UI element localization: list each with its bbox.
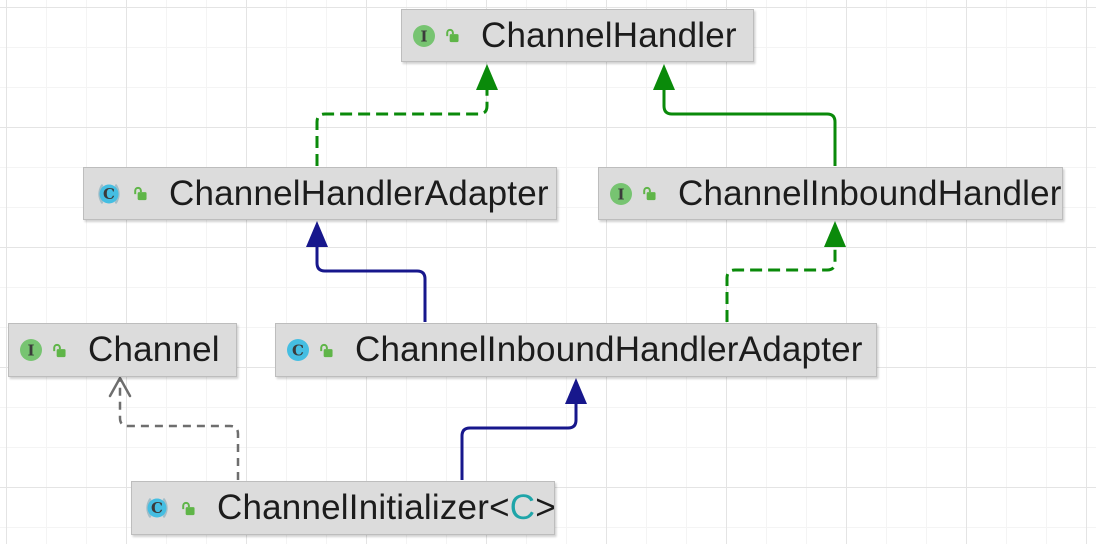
public-open-lock-icon <box>318 342 335 359</box>
public-open-lock-icon <box>444 27 461 44</box>
svg-text:C: C <box>292 342 304 360</box>
arrowhead-extends-channelhandler-right[interactable] <box>653 64 675 90</box>
node-label: ChannelInboundHandler <box>678 173 1062 213</box>
node-label: ChannelHandler <box>481 15 737 55</box>
abstract-class-icon: C <box>142 496 172 520</box>
public-open-lock-icon <box>132 185 149 202</box>
class-node-channelhandler[interactable]: I ChannelHandler <box>401 9 754 62</box>
interface-icon: I <box>412 24 436 48</box>
arrowhead-dependency-channel[interactable] <box>108 376 132 398</box>
node-label-name: ChannelInitializer <box>217 488 490 527</box>
generic-type-param: C <box>509 488 536 527</box>
edge-implements-channelinboundhandleradapter-to-channelinboundhandler[interactable] <box>725 247 837 322</box>
node-label: ChannelInboundHandlerAdapter <box>355 330 863 369</box>
class-icon: C <box>286 338 310 362</box>
class-node-channelinitializer[interactable]: C ChannelInitializer<C> <box>131 481 556 535</box>
class-node-channel[interactable]: I Channel <box>8 323 237 377</box>
node-label: ChannelHandlerAdapter <box>169 173 549 213</box>
edge-extends-channelinboundhandleradapter-to-channelhandleradapter[interactable] <box>315 247 427 322</box>
public-open-lock-icon <box>51 342 68 359</box>
generic-close-bracket: > <box>535 488 556 527</box>
generic-open-bracket: < <box>489 488 510 527</box>
arrowhead-extends-channelinboundhandleradapter[interactable] <box>565 378 587 404</box>
class-node-channelinboundhandler[interactable]: I ChannelInboundHandler <box>598 167 1063 220</box>
abstract-class-icon: C <box>94 182 124 206</box>
arrowhead-implements-channelhandler-left[interactable] <box>476 64 498 90</box>
svg-text:C: C <box>103 185 115 203</box>
edge-extends-channelinitializer-to-channelinboundhandleradapter[interactable] <box>460 404 578 480</box>
svg-text:I: I <box>617 185 624 203</box>
node-label: ChannelInitializer<C> <box>217 488 556 528</box>
public-open-lock-icon <box>641 185 658 202</box>
public-open-lock-icon <box>180 500 197 517</box>
edge-dependency-channelinitializer-to-channel[interactable] <box>118 380 240 480</box>
edge-implements-channelhandleradapter-to-channelhandler[interactable] <box>315 90 489 166</box>
class-node-channelhandleradapter[interactable]: C ChannelHandlerAdapter <box>83 167 557 220</box>
node-label: Channel <box>88 330 220 369</box>
interface-icon: I <box>19 338 43 362</box>
interface-icon: I <box>609 182 633 206</box>
svg-text:I: I <box>27 342 34 360</box>
class-node-channelinboundhandleradapter[interactable]: C ChannelInboundHandlerAdapter <box>275 323 877 377</box>
arrowhead-extends-channelhandleradapter[interactable] <box>306 221 328 247</box>
svg-text:I: I <box>420 27 427 45</box>
svg-text:C: C <box>151 499 163 517</box>
arrowhead-implements-channelinboundhandler[interactable] <box>824 221 846 247</box>
edge-extends-channelinboundhandler-to-channelhandler[interactable] <box>662 90 837 166</box>
